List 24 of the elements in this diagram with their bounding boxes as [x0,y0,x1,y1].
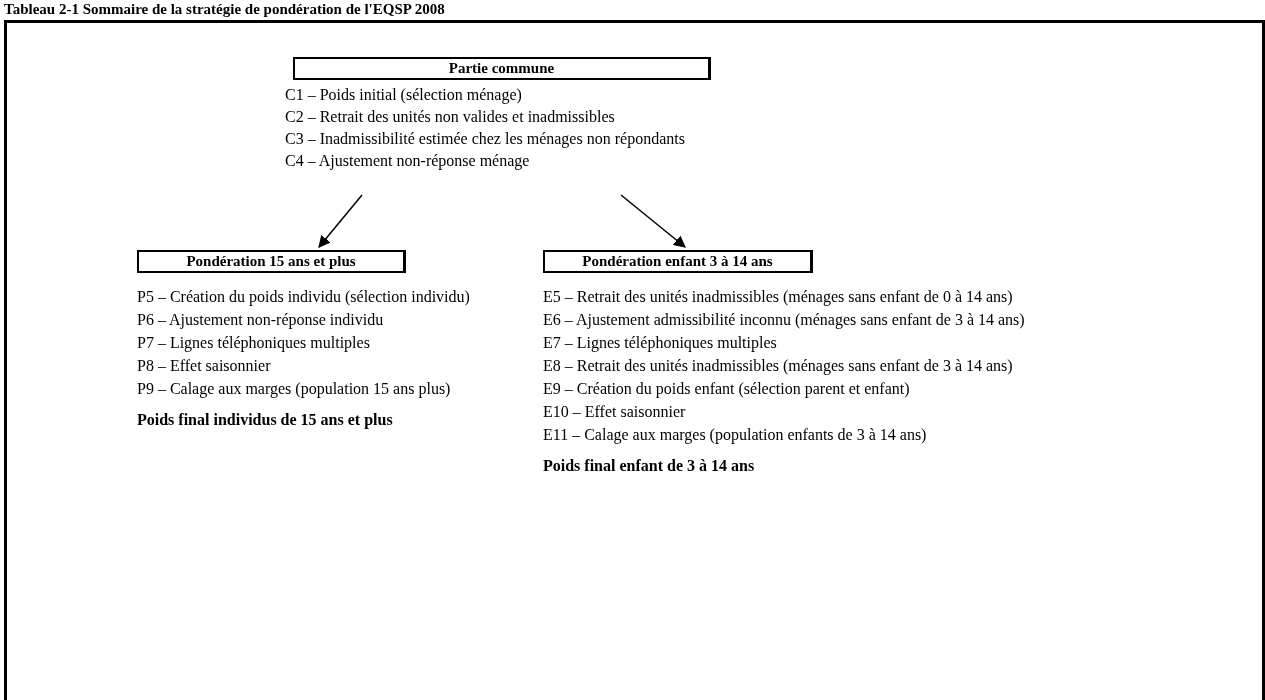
step-text: C3 – Inadmissibilité estimée chez les ménages non répondants [285,130,685,148]
heading-box: Partie commune [293,57,711,80]
arrow [318,194,363,248]
step-text: P9 – Calage aux marges (population 15 ans plus) [137,380,451,398]
step-text: C4 – Ajustement non-réponse ménage [285,152,530,170]
step-text: E11 – Calage aux marges (population enfants de 3 à 14 ans) [543,426,927,444]
final-weight-text: Poids final enfant de 3 à 14 ans [543,457,755,475]
heading-box: Pondération enfant 3 à 14 ans [543,250,813,273]
arrow [620,194,686,248]
step-text: C2 – Retrait des unités non valides et inadmissibles [285,108,615,126]
step-text: E5 – Retrait des unités inadmissibles (ménages sans enfant de 0 à 14 ans) [543,288,1013,306]
step-text: P5 – Création du poids individu (sélection individu) [137,288,470,306]
step-text: E9 – Création du poids enfant (sélection parent et enfant) [543,380,910,398]
step-text: E7 – Lignes téléphoniques multiples [543,334,777,352]
step-text: P6 – Ajustement non-réponse individu [137,311,384,329]
step-text: E10 – Effet saisonnier [543,403,686,421]
step-text: E6 – Ajustement admissibilité inconnu (ménages sans enfant de 3 à 14 ans) [543,311,1025,329]
step-text: P8 – Effet saisonnier [137,357,271,375]
table-title: Tableau 2-1 Sommaire de la stratégie de pondération de l'EQSP 2008 [4,1,445,18]
step-text: C1 – Poids initial (sélection ménage) [285,86,522,104]
heading-box: Pondération 15 ans et plus [137,250,406,273]
step-text: P7 – Lignes téléphoniques multiples [137,334,370,352]
final-weight-text: Poids final individus de 15 ans et plus [137,411,393,429]
step-text: E8 – Retrait des unités inadmissibles (ménages sans enfant de 3 à 14 ans) [543,357,1013,375]
